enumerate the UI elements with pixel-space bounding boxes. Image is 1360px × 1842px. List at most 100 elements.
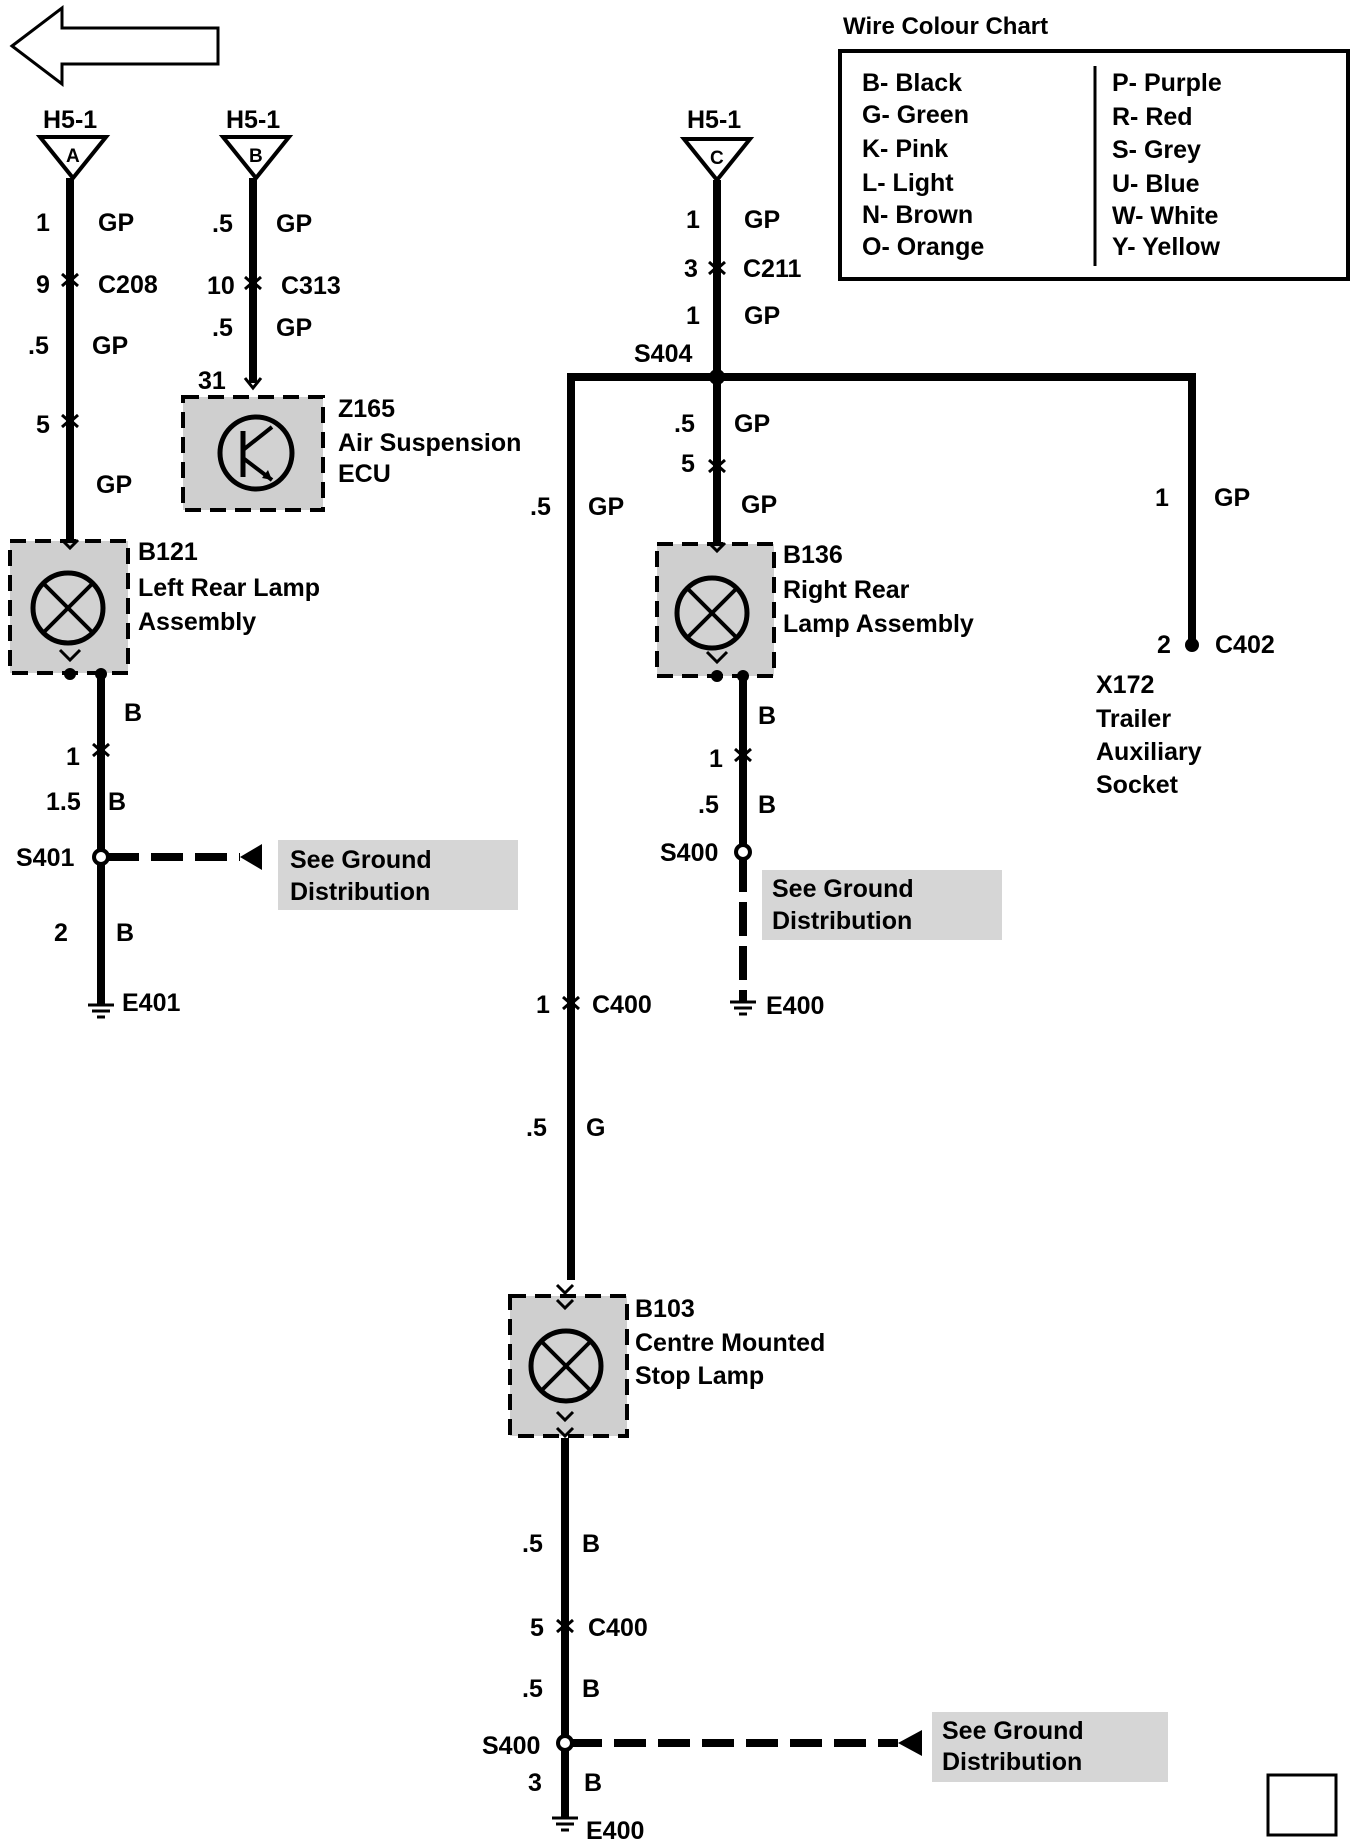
- wire-s404-trunk: [567, 373, 1196, 1280]
- svg-text:1: 1: [709, 745, 723, 773]
- splice-s404: [709, 369, 725, 385]
- svg-text:B: B: [124, 699, 142, 727]
- x172-pin: 2: [1157, 631, 1171, 659]
- b121-id: B121: [138, 538, 198, 566]
- splice-s400-centre: [556, 1734, 574, 1752]
- svg-text:2: 2: [54, 919, 68, 947]
- svg-text:Distribution: Distribution: [290, 878, 430, 906]
- colour-entry: K- Pink: [862, 135, 948, 163]
- svg-text:9: 9: [36, 271, 50, 299]
- component-b121-lamp: [8, 538, 130, 680]
- colour-entry: O- Orange: [862, 233, 984, 261]
- svg-text:See Ground: See Ground: [290, 846, 432, 874]
- svg-text:.5: .5: [674, 410, 695, 438]
- page-corner-box: [1266, 1773, 1338, 1837]
- svg-text:GP: GP: [744, 302, 780, 330]
- component-b136-lamp: [655, 541, 776, 682]
- svg-text:Distribution: Distribution: [942, 1748, 1082, 1776]
- colour-entry: G- Green: [862, 101, 969, 129]
- svg-text:C313: C313: [281, 272, 341, 300]
- svg-text:A: A: [66, 146, 80, 167]
- svg-text:1: 1: [1155, 484, 1169, 512]
- svg-text:5: 5: [681, 450, 695, 478]
- svg-text:1.5: 1.5: [46, 788, 81, 816]
- svg-text:C: C: [710, 148, 724, 169]
- svg-text:GP: GP: [92, 332, 128, 360]
- b121-name-line2: Assembly: [138, 608, 256, 636]
- svg-text:B: B: [758, 791, 776, 819]
- colour-entry: R- Red: [1112, 103, 1193, 131]
- svg-text:GP: GP: [276, 210, 312, 238]
- svg-text:GP: GP: [734, 410, 770, 438]
- z165-id: Z165: [338, 395, 395, 423]
- inline-connector-marks: [61, 260, 752, 1634]
- svg-text:See Ground: See Ground: [772, 875, 914, 903]
- colour-entry: P- Purple: [1112, 69, 1222, 97]
- z165-name-line1: Air Suspension: [338, 429, 521, 457]
- component-b103-lamp: [508, 1283, 629, 1439]
- svg-text:.5: .5: [530, 493, 551, 521]
- svg-text:Distribution: Distribution: [772, 907, 912, 935]
- svg-text:B: B: [582, 1530, 600, 1558]
- svg-text:GP: GP: [1214, 484, 1250, 512]
- svg-text:B: B: [758, 702, 776, 730]
- colour-entry: S- Grey: [1112, 136, 1201, 164]
- svg-text:3: 3: [528, 1769, 542, 1797]
- svg-text:B: B: [116, 919, 134, 947]
- ground-e400-centre-icon: [552, 1816, 578, 1832]
- b121-name-line1: Left Rear Lamp: [138, 574, 320, 602]
- svg-text:.5: .5: [522, 1530, 543, 1558]
- svg-text:1: 1: [686, 302, 700, 330]
- svg-text:S400: S400: [482, 1732, 540, 1760]
- svg-text:E401: E401: [122, 989, 180, 1017]
- svg-text:E400: E400: [766, 992, 824, 1020]
- back-arrow-icon[interactable]: [9, 4, 220, 88]
- svg-text:1: 1: [66, 743, 80, 771]
- splice-s400-right: [734, 843, 752, 861]
- svg-text:.5: .5: [526, 1114, 547, 1142]
- connector-h5-1-b: H5-1 B: [218, 106, 294, 182]
- wire-colour-chart: Wire Colour Chart B- Black G- Green K- P…: [838, 13, 1350, 281]
- connector-h5-1-a: H5-1 A: [35, 106, 111, 182]
- svg-text:1: 1: [36, 209, 50, 237]
- svg-text:GP: GP: [588, 493, 624, 521]
- b103-id: B103: [635, 1295, 695, 1323]
- svg-text:S400: S400: [660, 839, 718, 867]
- x172-name-line2: Auxiliary: [1096, 738, 1202, 766]
- colour-chart-title: Wire Colour Chart: [843, 13, 1048, 40]
- svg-text:H5-1: H5-1: [687, 106, 741, 134]
- b103-name-line2: Stop Lamp: [635, 1362, 764, 1390]
- z165-pin: 31: [198, 367, 226, 395]
- colour-entry: B- Black: [862, 69, 962, 97]
- ground-distribution-note-2[interactable]: See Ground Distribution: [762, 870, 1002, 940]
- svg-text:B: B: [582, 1675, 600, 1703]
- splice-s401: [92, 848, 110, 866]
- svg-text:GP: GP: [741, 491, 777, 519]
- ground-distribution-note-1[interactable]: See Ground Distribution: [278, 840, 518, 910]
- b136-name-line2: Lamp Assembly: [783, 610, 974, 638]
- wire-labels: 1 GP 9 C208 .5 GP 5 GP .5 GP 10 C313 .5 …: [16, 206, 1250, 1842]
- svg-text:GP: GP: [98, 209, 134, 237]
- svg-text:C400: C400: [588, 1614, 648, 1642]
- svg-text:C400: C400: [592, 991, 652, 1019]
- svg-text:1: 1: [686, 206, 700, 234]
- svg-text:E400: E400: [586, 1817, 644, 1842]
- x172-name-line1: Trailer: [1096, 705, 1171, 733]
- colour-entry: N- Brown: [862, 201, 973, 229]
- svg-text:3: 3: [684, 255, 698, 283]
- svg-text:S404: S404: [634, 340, 692, 368]
- ground-e401-icon: [88, 1003, 114, 1019]
- c402-label: C402: [1215, 631, 1275, 659]
- ground-distribution-note-3[interactable]: See Ground Distribution: [932, 1712, 1168, 1782]
- svg-text:5: 5: [530, 1614, 544, 1642]
- svg-text:GP: GP: [96, 471, 132, 499]
- x172-name-line3: Socket: [1096, 771, 1179, 799]
- colour-entry: L- Light: [862, 169, 954, 197]
- svg-text:1: 1: [536, 991, 550, 1019]
- svg-text:GP: GP: [744, 206, 780, 234]
- z165-name-line2: ECU: [338, 460, 391, 488]
- svg-text:C211: C211: [743, 255, 801, 283]
- colour-entry: W- White: [1112, 202, 1219, 230]
- svg-text:10: 10: [207, 272, 235, 300]
- svg-text:.5: .5: [698, 791, 719, 819]
